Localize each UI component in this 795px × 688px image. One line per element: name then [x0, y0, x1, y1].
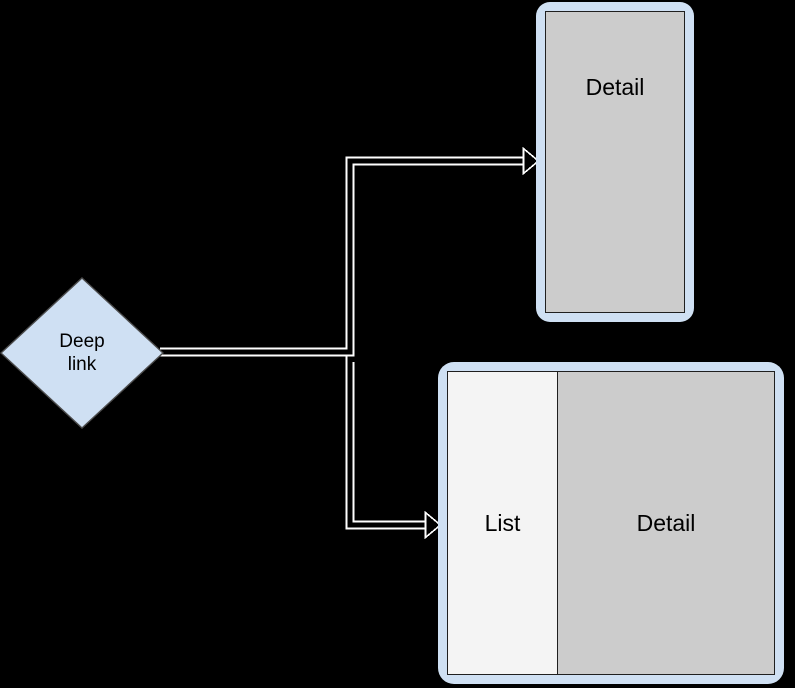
node-deep-link[interactable]: Deep link: [0, 277, 164, 429]
edge-to-phone-outline-bottom: [160, 163, 524, 357]
edge-to-phone-outline-top: [160, 156, 524, 350]
edge-to-tablet-outline-left: [345, 355, 426, 530]
tablet-screen: List Detail: [447, 371, 775, 675]
phone-screen: Detail: [545, 11, 685, 313]
deep-link-label: Deep link: [59, 331, 105, 375]
node-phone-detail[interactable]: Detail: [536, 2, 694, 322]
tablet-detail-pane: Detail: [558, 372, 774, 674]
edge-to-tablet-outline-right: [352, 362, 426, 523]
tablet-list-pane: List: [448, 372, 558, 674]
phone-detail-pane: Detail: [546, 12, 684, 312]
node-tablet-list-detail[interactable]: List Detail: [438, 362, 784, 684]
diamond-shape: [0, 277, 164, 429]
